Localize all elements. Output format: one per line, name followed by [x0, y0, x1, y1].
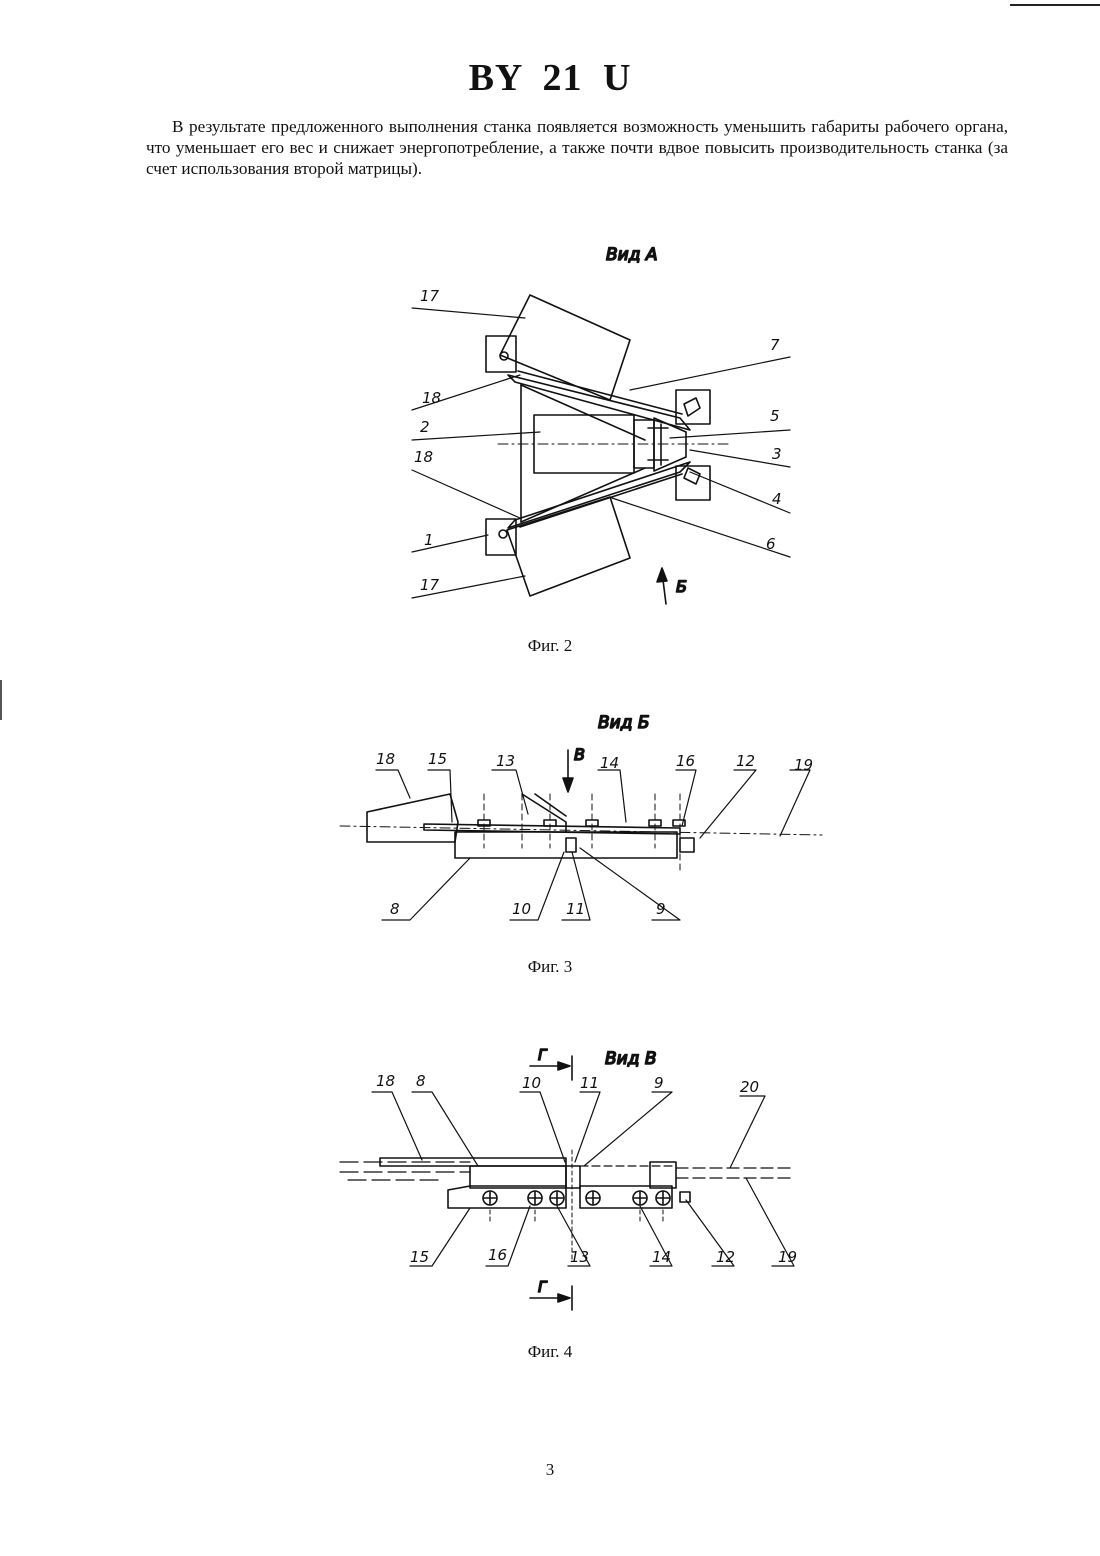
callout-18: 18: [376, 1072, 395, 1090]
callout-15: 15: [410, 1248, 429, 1266]
figure-4-drawing: Вид В Г 18 8 1: [330, 1040, 810, 1315]
figure-2-drawing: Вид А Б 17 18 2 18 1: [400, 235, 820, 620]
callout-8: 8: [390, 900, 400, 918]
callout-7: 7: [770, 336, 780, 354]
page-number: 3: [0, 1460, 1100, 1480]
callout-2: 2: [420, 418, 430, 436]
view-b-label: Вид Б: [598, 713, 650, 733]
callout-17: 17: [420, 287, 440, 305]
figure-2-caption: Фиг. 2: [0, 636, 1100, 656]
callout-14: 14: [600, 754, 619, 772]
view-v-label: Вид В: [605, 1049, 657, 1069]
direction-label-v: В: [574, 745, 585, 764]
callout-20: 20: [740, 1078, 759, 1096]
callout-14: 14: [652, 1248, 671, 1266]
callout-6: 6: [766, 535, 776, 553]
callout-18: 18: [422, 389, 441, 407]
callout-13: 13: [570, 1248, 589, 1266]
callout-5: 5: [770, 407, 780, 425]
callout-19: 19: [794, 756, 813, 774]
callout-4: 4: [772, 490, 782, 508]
figure-3-caption: Фиг. 3: [0, 957, 1100, 977]
callout-10: 10: [512, 900, 531, 918]
callout-12: 12: [716, 1248, 735, 1266]
callout-16: 16: [676, 752, 695, 770]
page-edge-mark: [1010, 4, 1100, 6]
direction-label-b: Б: [676, 577, 687, 596]
view-a-label: Вид А: [606, 245, 658, 265]
figure-3-drawing: Вид Б В 18 15 13 14 16 12 19 8 10: [330, 705, 830, 930]
body-paragraph: В результате предложенного выполнения ст…: [146, 116, 1008, 179]
page-edge-mark: [0, 680, 2, 720]
callout-8: 8: [416, 1072, 426, 1090]
callout-13: 13: [496, 752, 515, 770]
callout-11: 11: [580, 1074, 599, 1092]
section-mark-top: Г: [538, 1046, 548, 1064]
callout-1: 1: [424, 531, 434, 549]
callout-9: 9: [656, 900, 666, 918]
callout-11: 11: [566, 900, 585, 918]
callout-10: 10: [522, 1074, 541, 1092]
callout-18: 18: [376, 750, 395, 768]
callout-18: 18: [414, 448, 433, 466]
figure-4-caption: Фиг. 4: [0, 1342, 1100, 1362]
callout-16: 16: [488, 1246, 507, 1264]
callout-19: 19: [778, 1248, 797, 1266]
callout-17: 17: [420, 576, 440, 594]
document-title: BY 21 U: [0, 56, 1100, 100]
callout-12: 12: [736, 752, 755, 770]
callout-15: 15: [428, 750, 447, 768]
section-mark-bottom: Г: [538, 1278, 548, 1296]
callout-9: 9: [654, 1074, 664, 1092]
callout-3: 3: [772, 445, 782, 463]
